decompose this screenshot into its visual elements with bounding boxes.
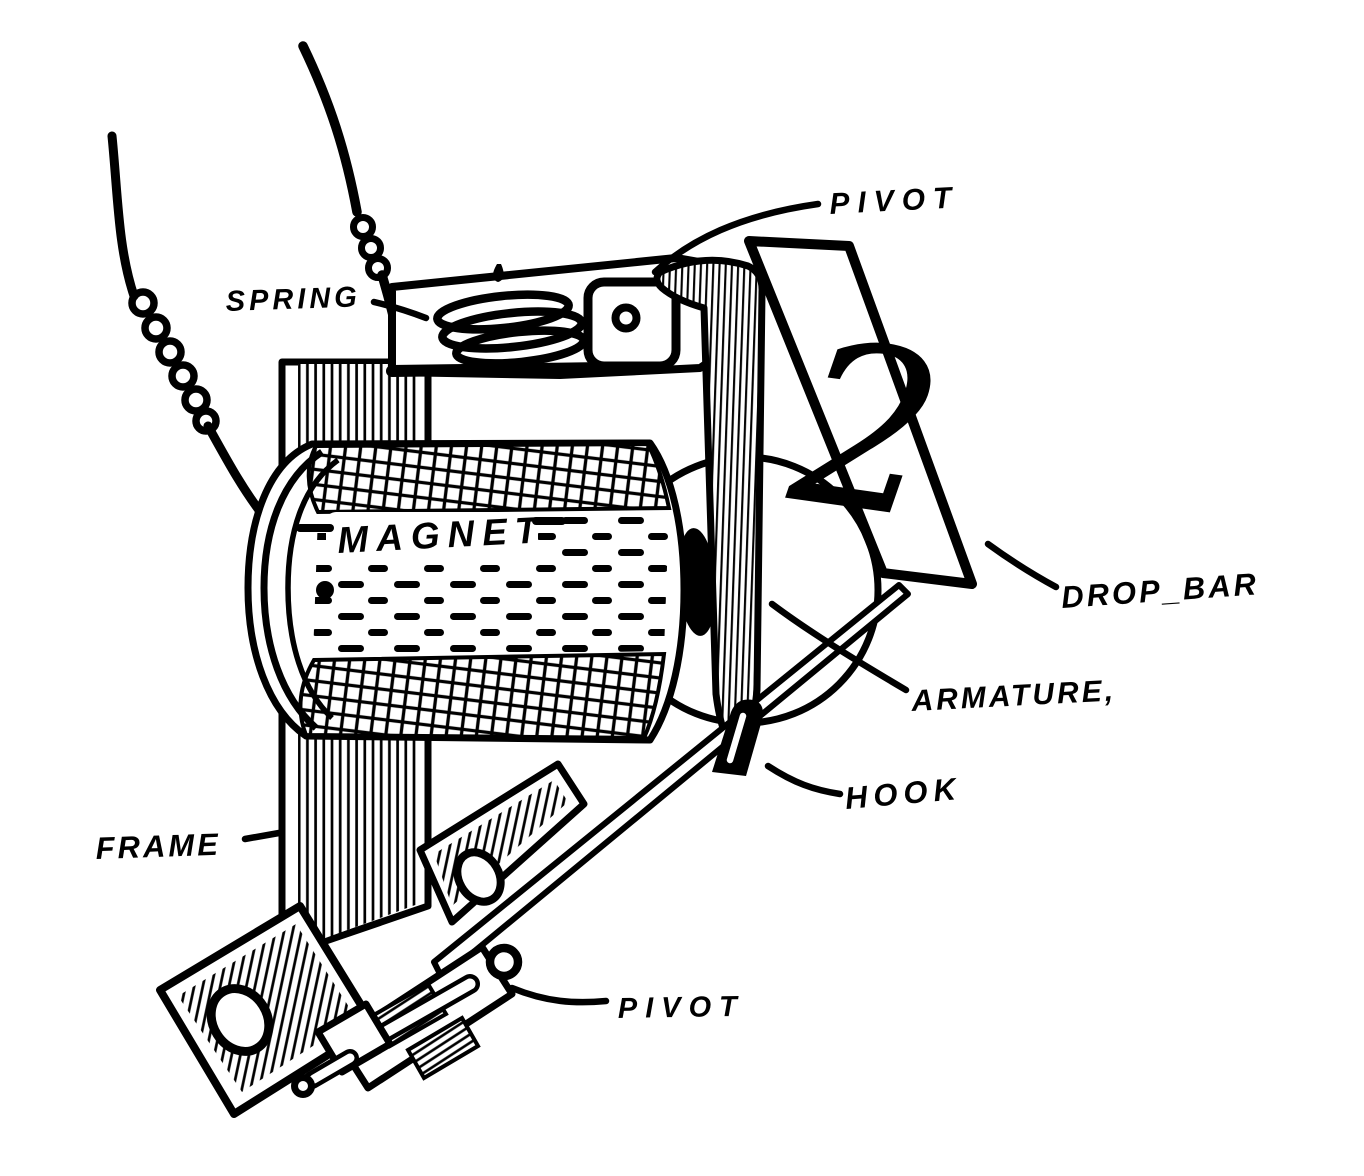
pivot-assembly — [291, 943, 523, 1098]
labels: PIVOT SPRING DROP_BAR ARMATURE, HOOK FRA… — [95, 181, 1260, 1025]
pivot-ear — [485, 943, 523, 981]
frame-lower-bracket — [416, 760, 588, 926]
leader-frame — [241, 829, 283, 843]
pivot-axle — [366, 978, 476, 1046]
label-spring: SPRING — [225, 281, 361, 318]
pivot-hole — [611, 303, 641, 333]
bracket-hole — [453, 848, 505, 906]
leader-armature — [768, 600, 910, 694]
spring-anchor-marker — [492, 264, 504, 282]
leader-drop-bar — [984, 540, 1060, 591]
leader-pivot-top — [651, 200, 822, 276]
leader-lines — [241, 200, 1060, 1006]
label-pivot-top: PIVOT — [829, 181, 961, 221]
magnet-winding-bottom — [298, 651, 667, 741]
leader-hook — [764, 762, 844, 798]
pivot-pin — [309, 1053, 355, 1084]
pivot-pin-tip — [291, 1074, 315, 1098]
hook — [712, 699, 763, 776]
pivot-block — [583, 277, 681, 371]
magnet-left-end-arc-inner — [285, 457, 340, 721]
magnet-coil: MAGNET — [244, 439, 688, 744]
leader-spring — [370, 298, 430, 322]
magnet-left-end-arc — [260, 449, 324, 731]
label-pivot-bottom: PIVOT — [618, 991, 746, 1025]
magnet-core-end — [677, 528, 717, 636]
label-frame: FRAME — [95, 827, 221, 866]
lead-wire-left — [107, 131, 267, 519]
pivot-coil-lower — [405, 1015, 481, 1081]
leader-pivot-bottom — [508, 984, 610, 1006]
frame-foot-plate — [156, 902, 378, 1118]
foot-mounting-hole — [206, 984, 274, 1056]
magnet-winding-top — [306, 441, 672, 515]
coil-blemish — [316, 581, 334, 599]
drop-bar: 2 — [744, 236, 977, 589]
